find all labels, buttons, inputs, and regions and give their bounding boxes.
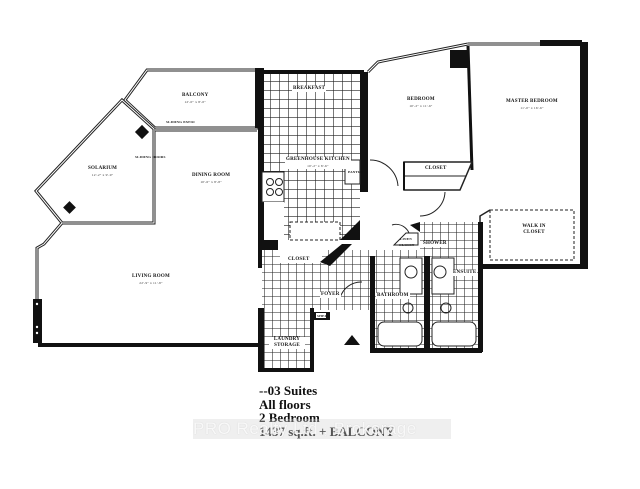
suite-caption: --03 Suites All floors 2 Bedroom 1437 sq… [259,384,395,438]
brokerage-watermark: PRO Realty Ltd., Brokerage [193,419,451,439]
room-label-linen-closet: LINEN CLOSET [399,237,415,247]
room-label-bathroom: BATHROOM [376,293,410,299]
room-label-sliding-patio: SLIDING PATIO [166,120,195,124]
room-label-laundry: LAUNDRY STORAGE [269,337,305,349]
room-label-shelf: SHELF [317,314,330,318]
master-bedroom-outline [468,40,588,269]
caption-floors: All floors [259,396,311,412]
room-label-shower: SHOWER [422,241,448,247]
kitchen-area [258,70,368,268]
caption-bedrooms: 2 Bedroom [259,410,320,425]
room-label-ensuite: ENSUITE [452,270,478,276]
room-label-bedroom-closet: CLOSET [425,166,447,171]
bedroom-outline [366,42,474,191]
room-label-foyer-closet: CLOSET [287,257,311,263]
caption-area: 1437 sq.ft. + BALCONY [259,423,395,439]
room-label-breakfast: BREAKFAST [292,86,326,92]
room-label-sliding-doors: SLIDING DOORS [135,155,166,159]
living-dining-outline [33,68,264,347]
caption-suite: --03 Suites [259,383,318,398]
solarium-outline [34,97,156,225]
room-label-pantry: PANTRY [348,170,364,174]
room-label-foyer: FOYER [320,292,341,298]
bathrooms [370,222,483,353]
balcony-outline [123,68,259,130]
room-label-walk-in-closet: WALK IN CLOSET [522,224,546,235]
